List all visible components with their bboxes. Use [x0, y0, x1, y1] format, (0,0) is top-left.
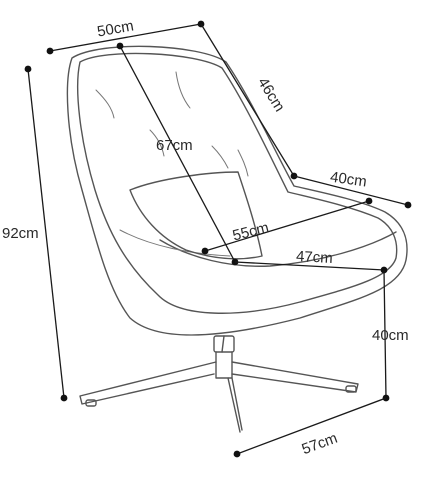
chair-tuft-4: [211, 145, 229, 169]
label-width-top: 50cm: [96, 17, 135, 40]
dim-line-seat-width: [204, 200, 370, 252]
chair-tuft-2: [175, 71, 191, 109]
dimension-labels: 50cm 46cm 67cm 40cm 55cm 47cm 40cm 92cm …: [2, 17, 409, 458]
dimension-lines: [24, 20, 412, 458]
dim-dot: [116, 42, 124, 50]
dim-line-seat-depth: [234, 261, 385, 271]
chair-swivel-column: [215, 351, 233, 379]
dim-line-base-width: [236, 397, 387, 455]
label-diagonal: 67cm: [156, 137, 193, 154]
label-seat-height: 40cm: [372, 327, 409, 344]
label-base-width: 57cm: [299, 430, 339, 459]
chair-illustration: [66, 45, 408, 433]
chair-seat-line: [119, 229, 231, 257]
chair-tuft-1: [95, 89, 115, 119]
chair-base-leg-back: [221, 335, 225, 353]
dim-dot: [201, 247, 209, 255]
chair-shell-outer: [66, 45, 408, 336]
chair-base-leg-right: [231, 361, 359, 393]
dim-dot: [60, 394, 68, 402]
dim-line-seat-height: [383, 269, 387, 399]
dim-dot: [365, 197, 373, 205]
label-total-height: 92cm: [2, 225, 39, 242]
label-seat-depth: 47cm: [296, 248, 334, 267]
dim-line-depth-side: [200, 23, 295, 177]
dim-line-diagonal: [119, 45, 236, 263]
dim-dot: [24, 65, 32, 73]
chair-base-foot-right: [345, 385, 357, 393]
dim-dot: [233, 450, 241, 458]
chair-cushion: [129, 171, 263, 260]
chair-tuft-5: [237, 149, 249, 177]
label-armrest-width: 40cm: [329, 169, 368, 191]
chair-shell-inner: [77, 52, 398, 314]
dim-line-total-height: [27, 68, 65, 399]
chair-seat-front: [159, 231, 397, 267]
chair-base-post: [227, 377, 243, 433]
dim-dot: [404, 201, 412, 209]
dim-line-width-top: [49, 23, 202, 52]
label-depth-side: 46cm: [254, 75, 288, 115]
chair-tuft-3: [149, 129, 165, 157]
label-seat-width: 55cm: [231, 219, 271, 244]
chair-base-leg-left: [79, 361, 217, 405]
dim-dot: [46, 47, 54, 55]
chair-base-foot-left: [85, 399, 97, 407]
dim-line-armrest: [293, 175, 409, 206]
